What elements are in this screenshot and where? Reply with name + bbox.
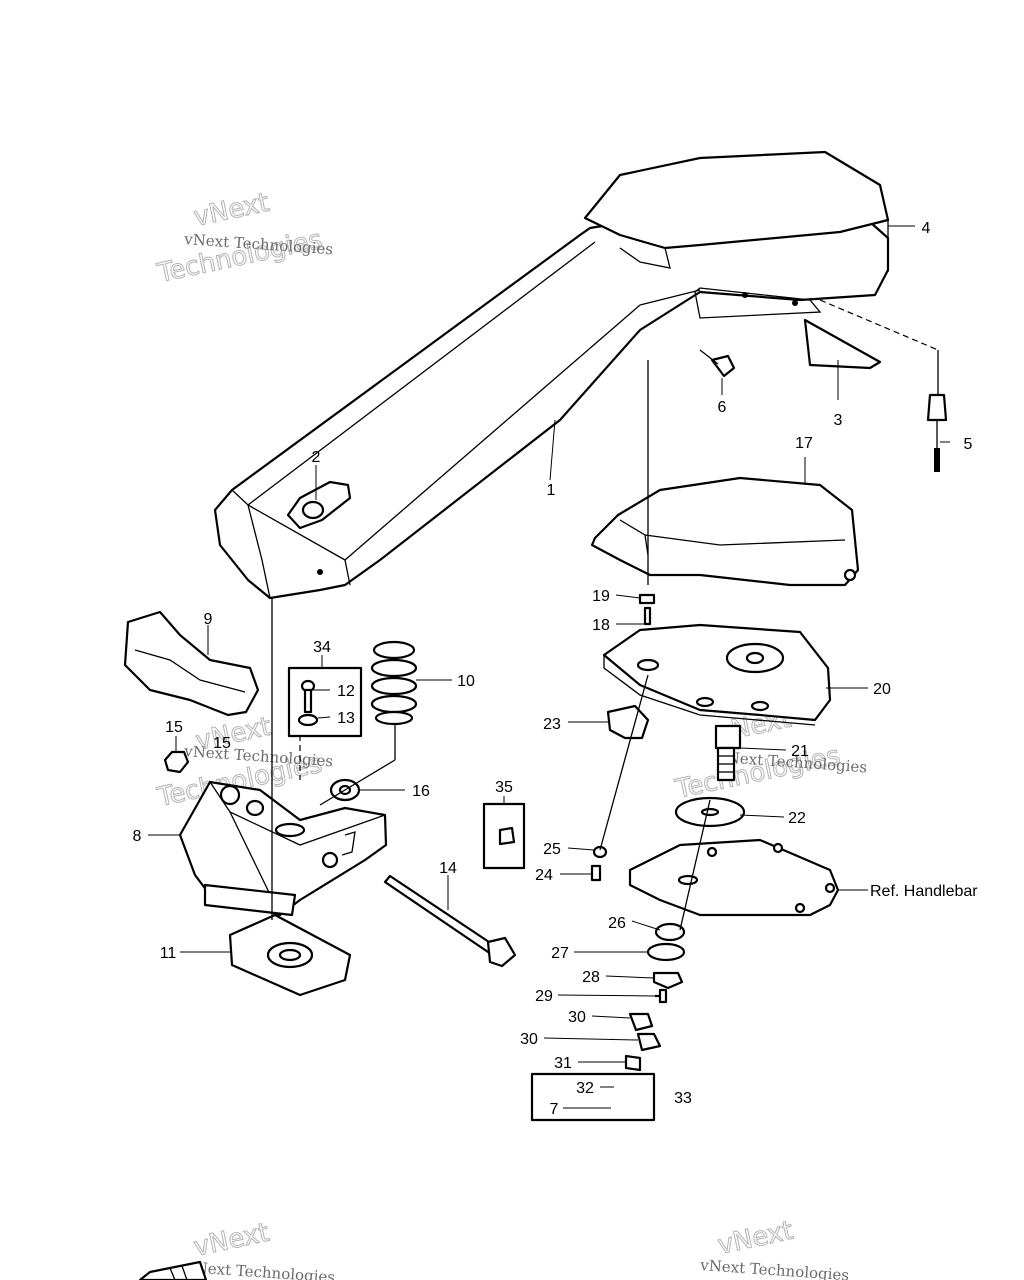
callout-18: 18	[592, 617, 610, 634]
callout-23: 23	[543, 716, 561, 733]
svg-text:vNext: vNext	[191, 188, 272, 233]
kit-box-33	[530, 1072, 656, 1122]
boot-part-10	[370, 640, 418, 726]
callout-29: 29	[535, 988, 553, 1005]
pedestal-part-11	[228, 913, 352, 997]
callout-10: 10	[457, 673, 475, 690]
callout-27: 27	[551, 945, 569, 962]
strap-part-3	[803, 318, 882, 370]
watermark-bottom-left: vNext vNext Technologies	[185, 1217, 336, 1280]
callout-31: 31	[554, 1055, 572, 1072]
callout-15a: 15	[165, 719, 183, 736]
kit-box-34	[287, 666, 363, 738]
callout-21: 21	[791, 743, 809, 760]
plate-part-20	[602, 623, 832, 726]
watermark-bottom-right: vNext vNext Technologies	[699, 1215, 850, 1280]
long-bolt-part-14	[383, 874, 517, 968]
callout-30a: 30	[568, 1009, 586, 1026]
callout-11: 11	[160, 945, 177, 962]
callout-4: 4	[922, 220, 931, 237]
callout-6: 6	[718, 399, 727, 416]
callout-25: 25	[543, 841, 561, 858]
callout-13: 13	[337, 710, 355, 727]
callout-35: 35	[495, 779, 513, 796]
svg-text:vNext: vNext	[191, 1218, 272, 1263]
washer-part-13	[297, 713, 319, 727]
svg-text:vNext: vNext	[715, 1216, 796, 1261]
callout-22: 22	[788, 810, 806, 827]
fastener-part-35	[498, 826, 516, 846]
callout-labels: 1 2 3 4 5 6 7 8 9 10 11 12 13 14 15 15 1…	[133, 220, 979, 1118]
callout-7: 7	[550, 1101, 559, 1118]
pad-part-9	[123, 610, 260, 717]
bottom-fragment	[138, 1260, 208, 1280]
bracket-part-8	[178, 780, 388, 917]
clip-part-23	[606, 704, 650, 740]
svg-text:vNext Technologies: vNext Technologies	[699, 1256, 850, 1280]
callout-5: 5	[964, 436, 973, 453]
callout-26: 26	[608, 915, 626, 932]
callout-32: 32	[576, 1080, 594, 1097]
callout-16: 16	[412, 783, 430, 800]
hood-part-1	[213, 150, 890, 600]
inner-cover-part-17	[590, 476, 860, 587]
callout-2: 2	[312, 449, 321, 466]
nut-part-15	[163, 750, 190, 774]
callout-8: 8	[133, 828, 142, 845]
screw-part-6	[699, 349, 736, 378]
callout-1: 1	[547, 482, 556, 499]
bolt-part-12	[300, 679, 316, 714]
callout-20: 20	[873, 681, 891, 698]
callout-9: 9	[204, 611, 213, 628]
leader-lines	[148, 225, 950, 1109]
handlebar-base-plate	[628, 838, 840, 917]
callout-33: 33	[674, 1090, 692, 1107]
callout-24: 24	[535, 867, 553, 884]
svg-text:vNext Technologies: vNext Technologies	[185, 1258, 336, 1280]
callout-12: 12	[337, 683, 355, 700]
callout-30b: 30	[520, 1031, 538, 1048]
callout-28: 28	[582, 969, 600, 986]
watermark-mid-right: vNext Technologies vNext Technologies	[672, 703, 868, 805]
callout-3: 3	[834, 412, 843, 429]
reference-handlebar-label: Ref. Handlebar	[870, 883, 978, 900]
callout-19: 19	[592, 588, 610, 605]
callout-34: 34	[313, 639, 331, 656]
rivet-part-5	[926, 393, 948, 472]
assembly-lines	[271, 299, 939, 931]
callout-14: 14	[439, 860, 457, 877]
callout-15b: 15	[213, 735, 231, 752]
washer-part-22	[674, 796, 746, 828]
callout-17: 17	[795, 435, 813, 452]
watermark-top-left: vNext Technologies vNext Technologies	[154, 187, 334, 289]
